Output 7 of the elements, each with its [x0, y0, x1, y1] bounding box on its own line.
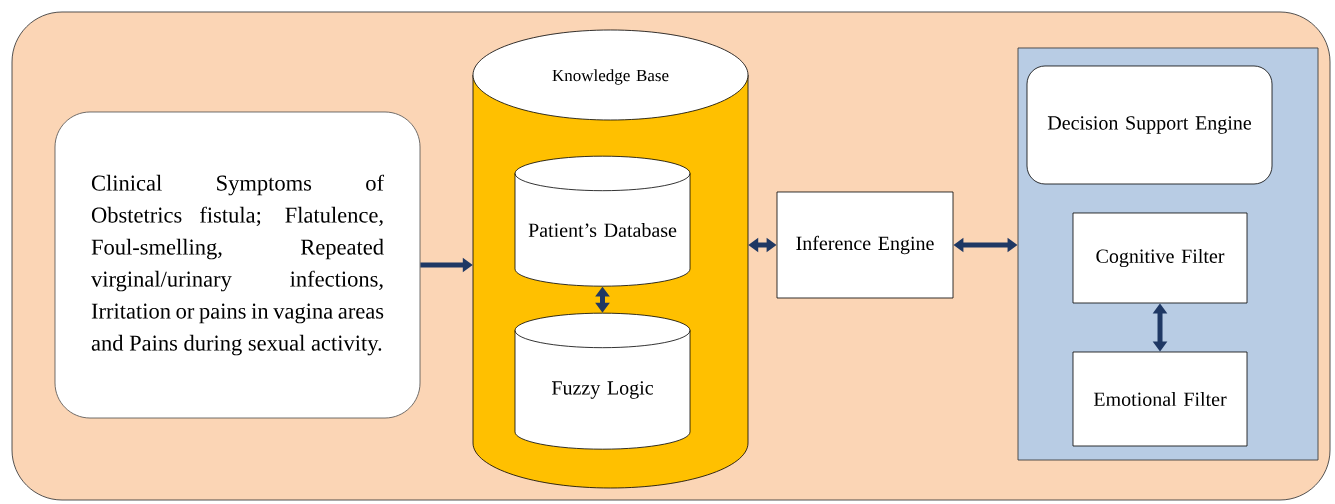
process-box: Decision Support Engine: [1026, 65, 1273, 185]
database-cylinder: Fuzzy Logic: [514, 312, 691, 450]
process-box: Emotional Filter: [1072, 351, 1248, 447]
process-box: Cognitive Filter: [1072, 212, 1248, 304]
database-cylinder: Patient’s Database: [514, 155, 691, 287]
text-box: Clinical Symptoms of Obstetrics fistula; Flatulence, Foul-smelling, Repeated virginal/urinary infections, Irritation or pains in vagina areas and Pains during sexual activity.: [54, 111, 421, 419]
process-box: Inference Engine: [776, 191, 954, 299]
